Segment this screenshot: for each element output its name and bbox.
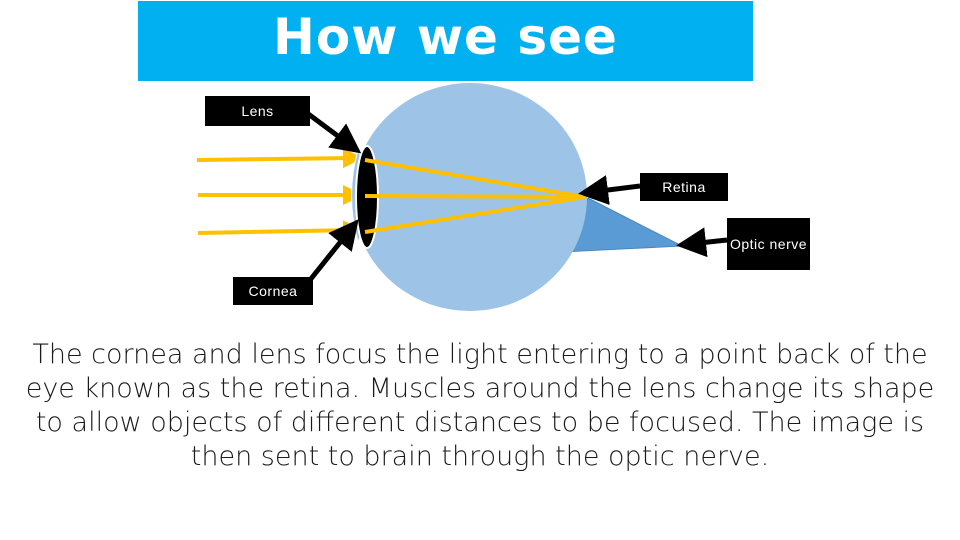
light-ray-bottom	[197, 220, 363, 241]
light-ray-top	[196, 148, 363, 169]
page-title: How we see	[273, 8, 618, 66]
lens-label: Lens	[205, 96, 310, 126]
optic-nerve-label: Optic nerve	[727, 218, 810, 270]
refracted-ray-top	[364, 158, 586, 199]
retina-label: Retina	[640, 173, 728, 201]
cornea-pointer-arrow	[308, 219, 359, 282]
retina-pointer-arrow	[578, 175, 641, 205]
caption-text: The cornea and lens focus the light ente…	[25, 339, 935, 472]
refracted-ray-bottom	[364, 195, 586, 234]
cornea-label: Cornea	[233, 277, 313, 305]
title-banner: How we see	[138, 1, 753, 81]
optic-nerve-pointer-arrow	[676, 227, 728, 258]
refracted-ray-middle	[364, 194, 586, 199]
lens-pointer-arrow	[305, 110, 362, 154]
